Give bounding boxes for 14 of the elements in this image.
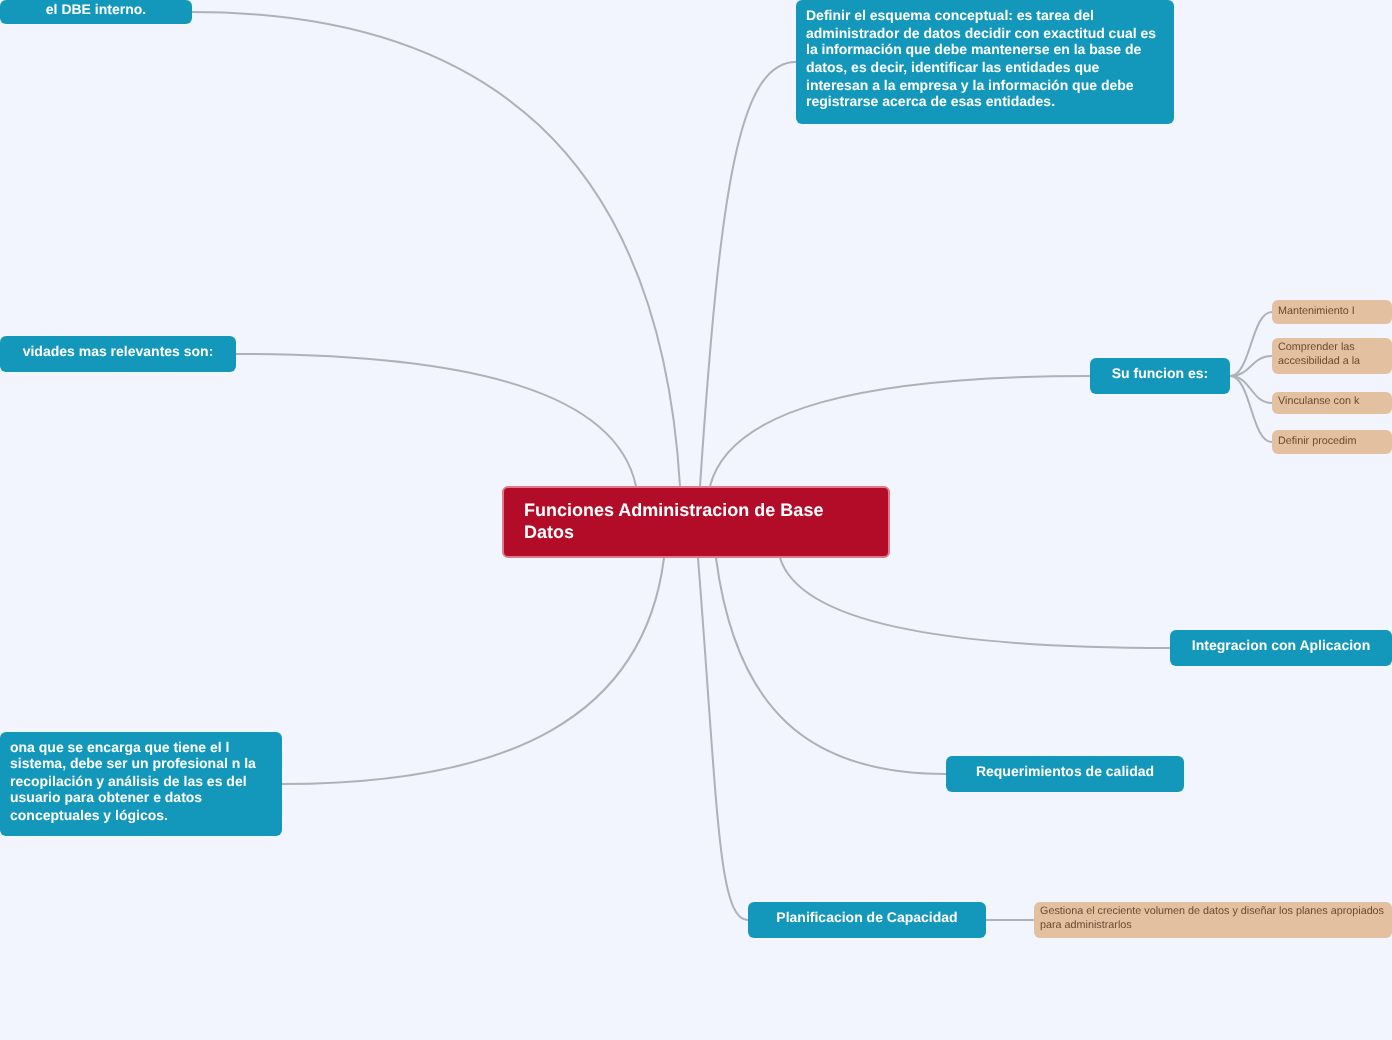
connector-line (1229, 311, 1273, 377)
connector-line (715, 557, 947, 775)
central-topic-box: Funciones Administracion de Base Datos (502, 486, 890, 558)
connector-line (709, 375, 1091, 487)
connector-line (281, 557, 665, 785)
connector-line (235, 353, 637, 487)
connector-line (1229, 355, 1273, 377)
connector-line (779, 557, 1171, 649)
connector-line (191, 11, 681, 487)
connector-line (985, 919, 1035, 921)
connector-line (1229, 375, 1273, 443)
connector-line (699, 61, 797, 487)
connector-line (1229, 375, 1273, 404)
connector-line (697, 557, 749, 921)
